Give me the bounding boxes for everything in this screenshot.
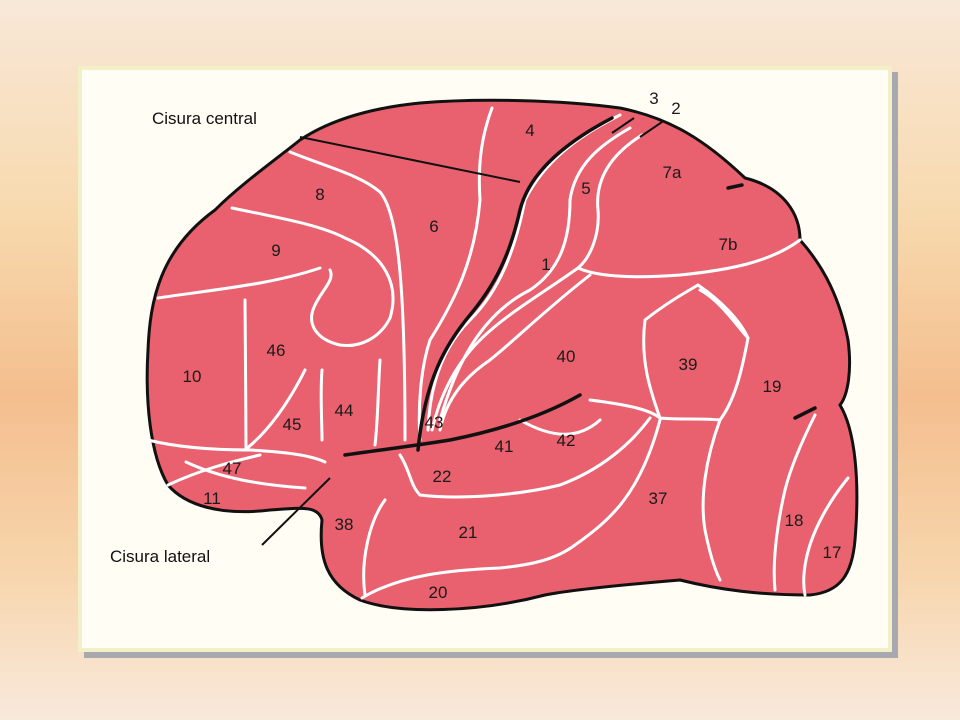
area-8-label: 8 [315, 185, 324, 204]
brain-cortex [145, 98, 859, 612]
area-22-label: 22 [433, 467, 452, 486]
area-18-label: 18 [785, 511, 804, 530]
area-40-label: 40 [557, 347, 576, 366]
area-39-label: 39 [679, 355, 698, 374]
gyri-boundaries [146, 106, 850, 600]
area-20-label: 20 [429, 583, 448, 602]
lateral-sulcus-pointer [261, 477, 331, 546]
area-7b-label: 7b [719, 235, 738, 254]
area-1-label: 1 [541, 255, 550, 274]
area-38-label: 38 [335, 515, 354, 534]
area-46-label: 46 [267, 341, 286, 360]
area-44-label: 44 [335, 401, 354, 420]
area-2-pointer [639, 121, 663, 138]
lateral-sulcus-label: Cisura lateral [110, 547, 210, 566]
central-sulcus-pointer [299, 136, 521, 183]
area-37-label: 37 [649, 489, 668, 508]
area-4-label: 4 [525, 121, 534, 140]
area-labels: 4 3 2 5 7a 7b 8 6 9 1 10 46 40 39 19 44 … [183, 89, 842, 602]
area-3-pointer [611, 117, 635, 134]
area-11-label: 11 [203, 489, 221, 508]
area-19-label: 19 [763, 377, 782, 396]
area-43-label: 43 [425, 413, 444, 432]
area-41-label: 41 [495, 437, 514, 456]
area-42-label: 42 [557, 431, 576, 450]
area-7a-label: 7a [663, 163, 682, 182]
central-sulcus-label: Cisura central [152, 109, 257, 128]
sulci [343, 116, 817, 457]
area-10-label: 10 [183, 367, 202, 386]
area-47-label: 47 [223, 459, 242, 478]
area-9-label: 9 [271, 241, 280, 260]
area-17-label: 17 [823, 543, 842, 562]
area-6-label: 6 [429, 217, 438, 236]
area-45-label: 45 [283, 415, 302, 434]
area-3-label: 3 [649, 89, 658, 108]
area-5-label: 5 [581, 179, 590, 198]
area-2-label: 2 [671, 99, 680, 118]
area-21-label: 21 [459, 523, 478, 542]
